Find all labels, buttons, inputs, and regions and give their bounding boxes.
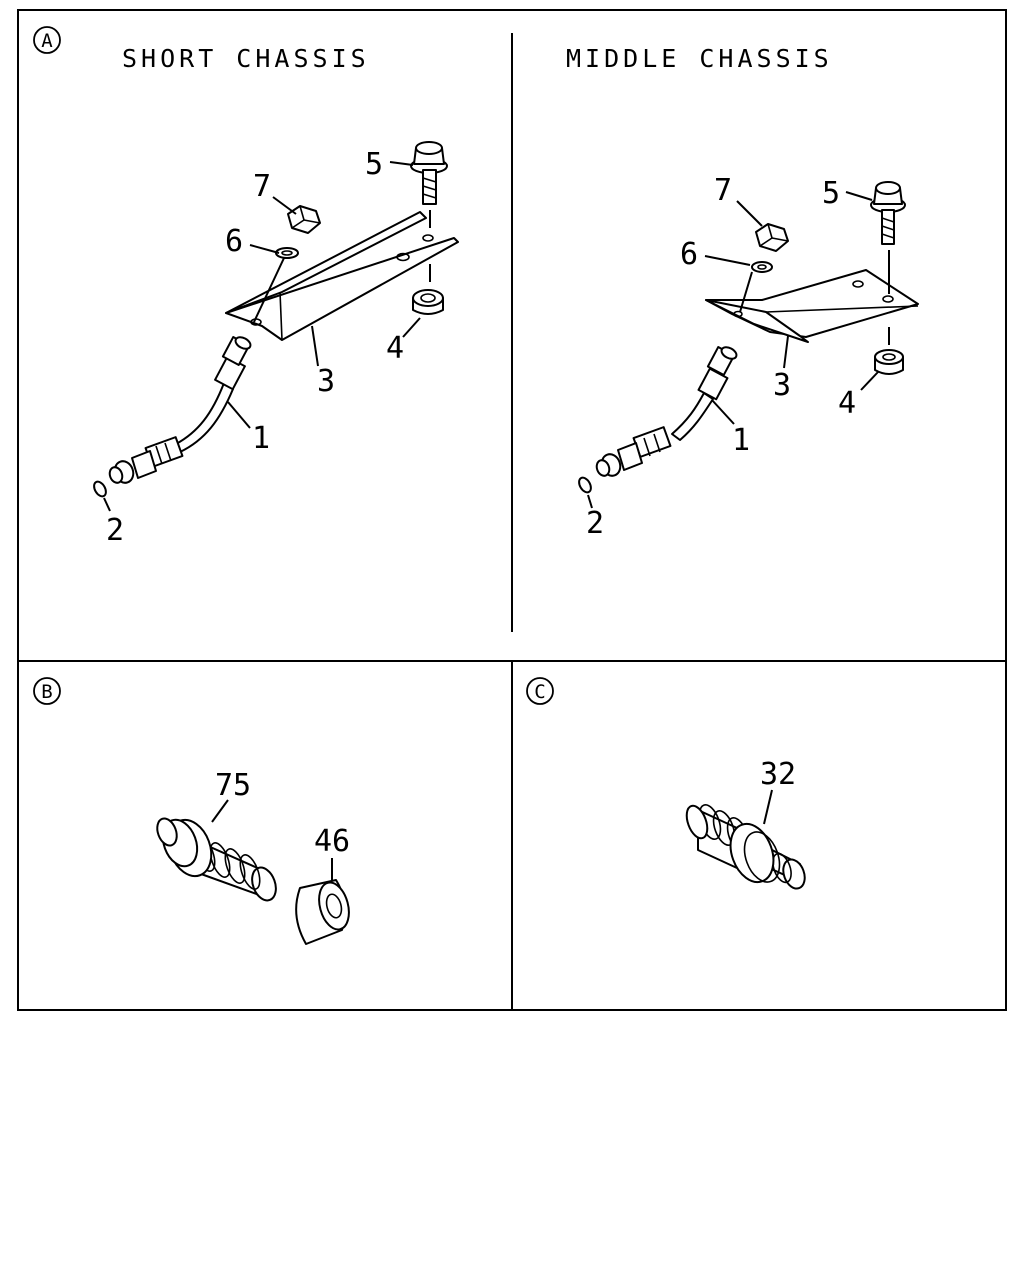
nut-46 [295, 858, 350, 945]
o-ring-middle [578, 476, 592, 494]
bracket-middle [705, 269, 919, 343]
callout-32: 32 [760, 757, 796, 792]
panel-b: B 75 46 [33, 677, 350, 945]
callout-2-short: 2 [106, 513, 124, 548]
panel-a-marker: A [33, 26, 61, 54]
leader-lines-middle [587, 191, 879, 509]
callout-7-short: 7 [253, 169, 271, 204]
lock-washer-middle [751, 261, 773, 273]
bracket-short [225, 211, 459, 341]
callout-4-short: 4 [386, 331, 404, 366]
middle-chassis-title: MIDDLE CHASSIS [566, 44, 833, 73]
collar-nut-short [412, 289, 444, 315]
callout-7-middle: 7 [714, 173, 732, 208]
panel-b-letter: B [41, 681, 52, 703]
callout-1-middle: 1 [732, 423, 750, 458]
callout-75: 75 [215, 768, 251, 803]
callout-5-middle: 5 [822, 176, 840, 211]
panel-c-marker: C [526, 677, 554, 705]
panel-frames [17, 9, 1007, 1011]
callout-46: 46 [314, 824, 350, 859]
hex-nut-short [287, 205, 321, 234]
panel-c-letter: C [534, 681, 545, 703]
leader-lines-short [103, 161, 421, 512]
collar-nut-middle [874, 349, 904, 375]
lock-washer-short [275, 247, 299, 259]
callout-4-middle: 4 [838, 386, 856, 421]
hex-nut-middle [755, 223, 789, 252]
callout-1-short: 1 [252, 421, 270, 456]
short-chassis-assembly: 1 2 3 4 5 6 7 [93, 141, 459, 548]
brake-hose-short [108, 336, 252, 484]
panel-c: C 32 [526, 677, 806, 890]
callout-6-short: 6 [225, 224, 243, 259]
panel-b-marker: B [33, 677, 61, 705]
fitting-75 [156, 799, 277, 902]
bolt-short [410, 141, 448, 282]
callout-3-middle: 3 [773, 368, 791, 403]
brake-hose-middle [595, 346, 738, 477]
middle-chassis-assembly: 1 2 3 4 5 6 7 [578, 173, 919, 541]
callout-3-short: 3 [317, 364, 335, 399]
panel-a: A SHORT CHASSIS MIDDLE CHASSIS [33, 26, 919, 548]
callout-2-middle: 2 [586, 506, 604, 541]
short-chassis-title: SHORT CHASSIS [122, 44, 370, 73]
panel-a-letter: A [41, 30, 53, 52]
bolt-middle [870, 181, 906, 345]
callout-5-short: 5 [365, 147, 383, 182]
o-ring-short [93, 480, 107, 498]
callout-6-middle: 6 [680, 237, 698, 272]
union-fitting-32 [685, 789, 806, 890]
